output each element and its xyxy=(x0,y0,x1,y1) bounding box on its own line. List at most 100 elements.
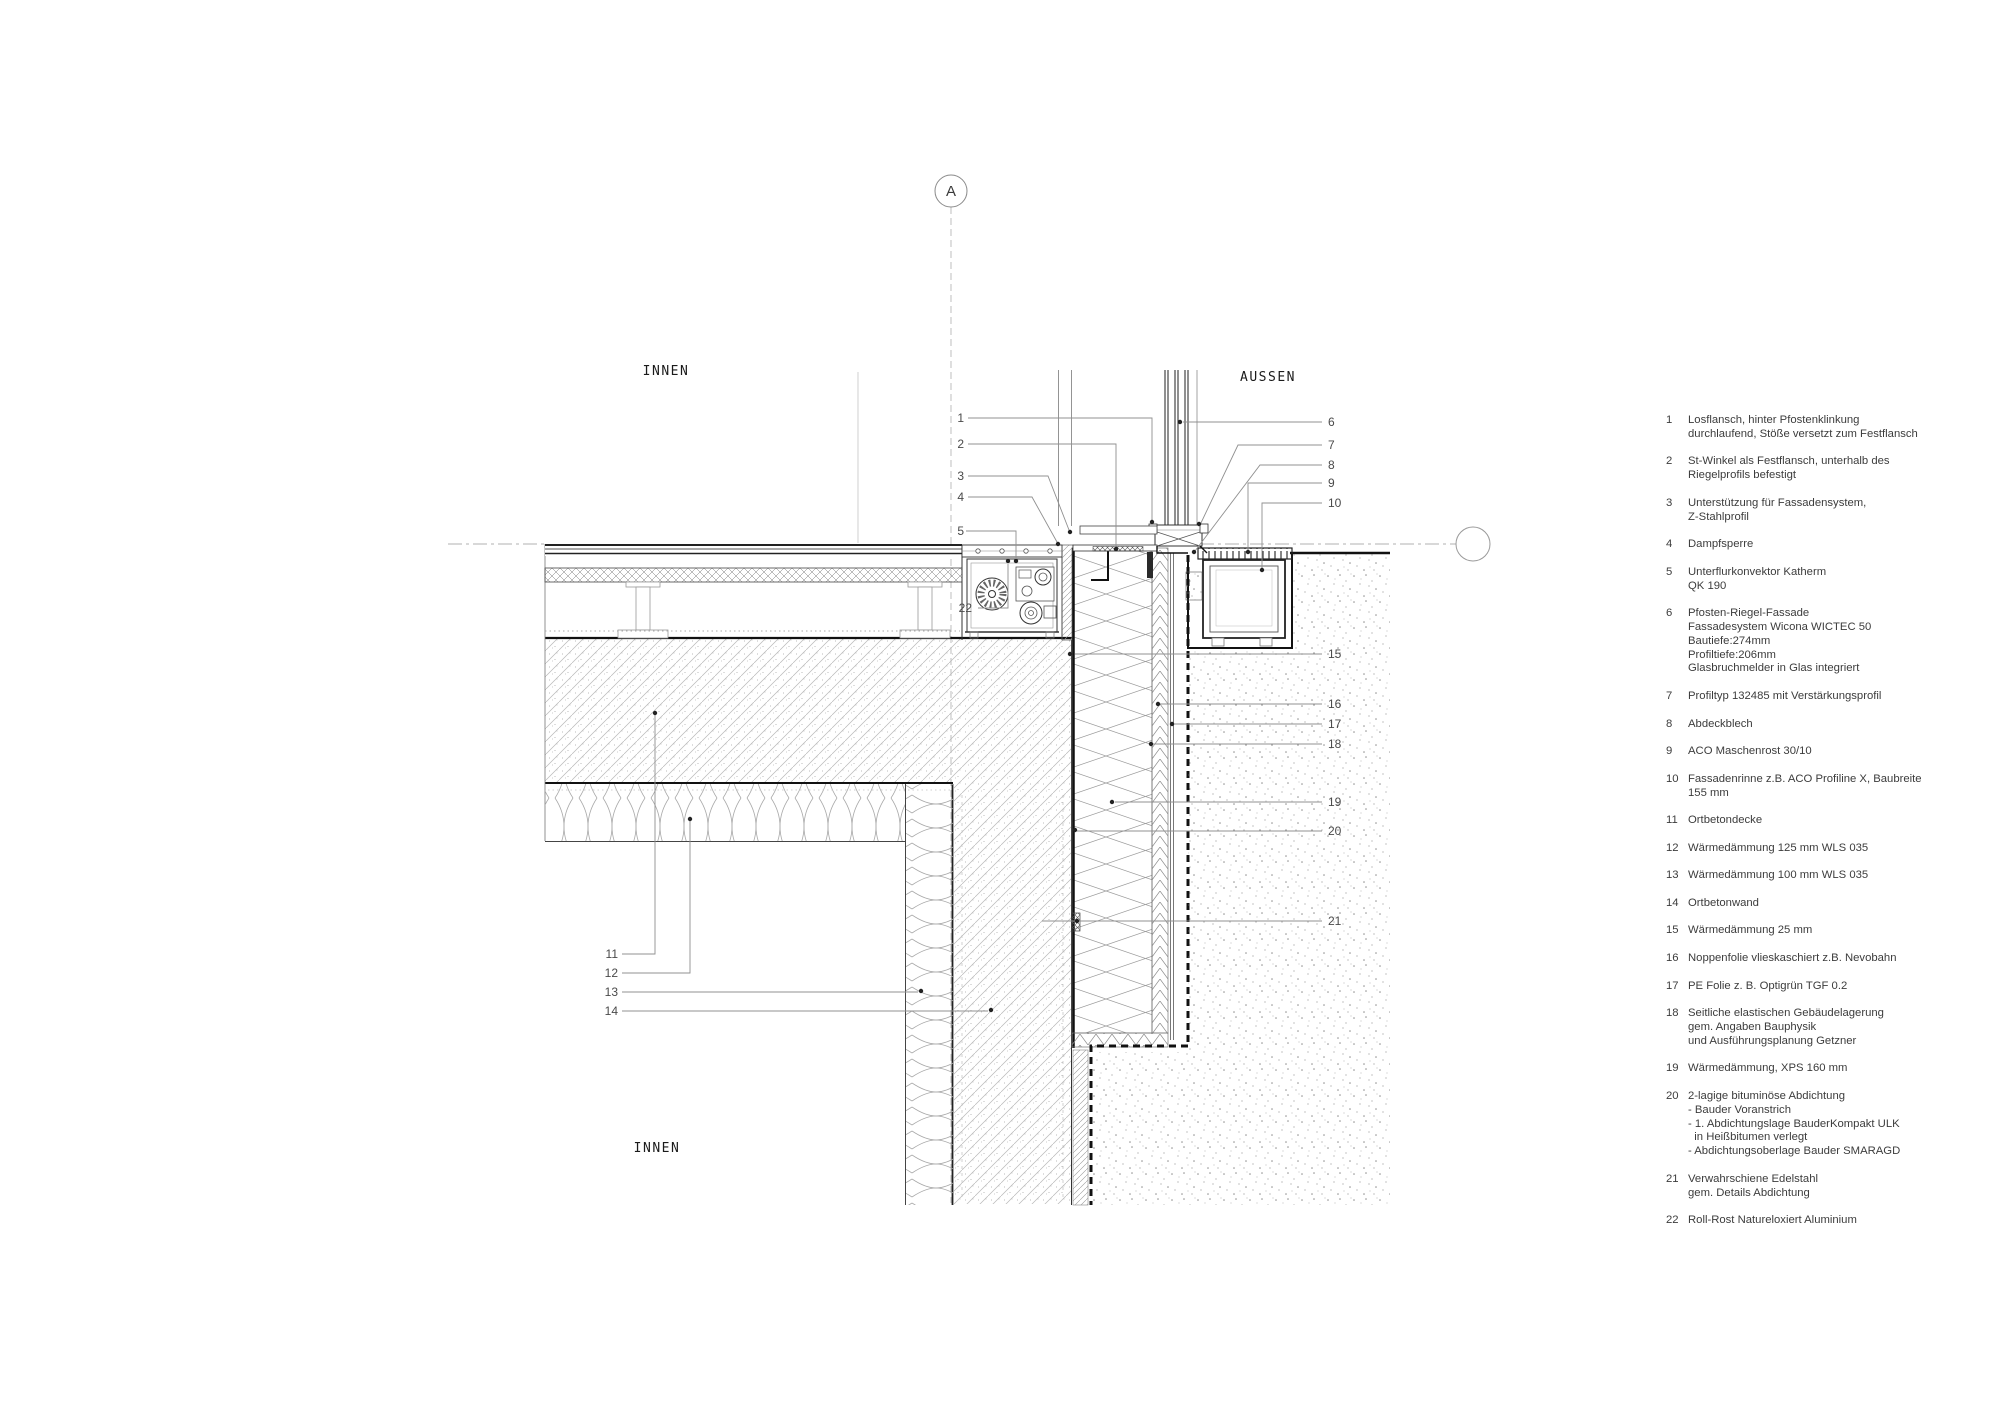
legend-item-7: 7 Profiltyp 132485 mit Verstärkungsprofil xyxy=(1666,690,2000,704)
legend-item-text: Roll-Rost Natureloxiert Aluminium xyxy=(1688,1214,1857,1227)
legend-item-number: 6 xyxy=(1666,607,1673,620)
legend-item-text: Wärmedämmung 100 mm WLS 035 xyxy=(1688,869,1869,882)
legend-item-11: 11 Ortbetondecke xyxy=(1666,814,2000,828)
legend-item-3: 3 Unterstützung für Fassadensystem, Z-Sta… xyxy=(1666,497,2000,525)
convector-valves xyxy=(1015,566,1057,625)
legend-item-text: Unterflurkonvektor Katherm QK 190 xyxy=(1688,565,1827,592)
ground-soil xyxy=(1093,551,1390,1205)
legend-item-number: 18 xyxy=(1666,1007,1679,1020)
legend-item-number: 14 xyxy=(1666,896,1679,909)
wall-insulation-layer xyxy=(905,784,953,1205)
legend-item-text: 2-lagige bituminöse Abdichtung - Bauder … xyxy=(1688,1090,1901,1158)
callout-6: 6 xyxy=(1328,415,1335,429)
callout-14: 14 xyxy=(605,1004,619,1018)
facade-drainage-channel xyxy=(1197,547,1293,647)
legend-item-text: Fassadenrinne z.B. ACO Profiline X, Baub… xyxy=(1688,772,1922,799)
legend-item-text: Ortbetondecke xyxy=(1688,814,1763,827)
external-insulation-membranes xyxy=(1071,547,1190,1206)
zone-label-innen-bottom: INNEN xyxy=(634,1141,681,1156)
leader-lines xyxy=(622,417,1322,1012)
legend-item-text: Profiltyp 132485 mit Verstärkungsprofil xyxy=(1688,689,1882,702)
legend-item-number: 13 xyxy=(1666,869,1679,882)
callout-7: 7 xyxy=(1328,438,1335,452)
floor-pedestal xyxy=(899,581,951,639)
callout-13: 13 xyxy=(605,985,619,999)
legend-item-number: 7 xyxy=(1666,689,1673,702)
zone-label-aussen: AUSSEN xyxy=(1240,370,1296,385)
legend-item-2: 2 St-Winkel als Festflansch, unterhalb de… xyxy=(1666,455,2000,483)
legend-item-text: Wärmedämmung, XPS 160 mm xyxy=(1688,1062,1848,1075)
legend-item-number: 9 xyxy=(1666,745,1673,758)
legend-item-text: Ortbetonwand xyxy=(1688,896,1759,909)
legend-item-13: 13 Wärmedämmung 100 mm WLS 035 xyxy=(1666,869,2000,883)
cover-flashing xyxy=(1156,546,1188,554)
legend-item-text: Dampfsperre xyxy=(1688,538,1754,551)
legend-item-text: PE Folie z. B. Optigrün TGF 0.2 xyxy=(1688,979,1848,992)
legend-item-20: 20 2-lagige bituminöse Abdichtung - Baude… xyxy=(1666,1090,2000,1159)
legend-item-text: Seitliche elastischen Gebäudelagerung ge… xyxy=(1688,1007,1884,1047)
legend-item-text: Wärmedämmung 25 mm xyxy=(1688,924,1813,937)
callout-11: 11 xyxy=(606,947,619,961)
legend-item-text: Noppenfolie vlieskaschiert z.B. Nevobahn xyxy=(1688,952,1897,965)
legend-item-text: St-Winkel als Festflansch, unterhalb des… xyxy=(1688,455,1890,482)
legend-item-number: 19 xyxy=(1666,1062,1679,1075)
fixing-angle-plate xyxy=(1079,525,1158,535)
datum-end-circle xyxy=(1455,526,1491,562)
leader-dots xyxy=(652,419,1265,1013)
legend-item-number: 12 xyxy=(1666,841,1679,854)
callout-12: 12 xyxy=(605,966,619,980)
callout-19: 19 xyxy=(1328,795,1342,809)
callout-1: 1 xyxy=(957,411,964,425)
ceiling-insulation-band xyxy=(545,784,905,841)
legend-item-number: 2 xyxy=(1666,455,1673,468)
legend-item-number: 4 xyxy=(1666,538,1673,551)
legend-item-number: 22 xyxy=(1666,1214,1679,1227)
raised-floor xyxy=(544,544,963,639)
legend-item-number: 8 xyxy=(1666,717,1673,730)
legend-item-8: 8 Abdeckblech xyxy=(1666,718,2000,732)
callout-9: 9 xyxy=(1328,476,1335,490)
callout-8: 8 xyxy=(1328,458,1335,472)
mesh-grate xyxy=(1197,547,1293,560)
callout-22: 22 xyxy=(959,601,973,615)
legend-item-text: Abdeckblech xyxy=(1688,717,1753,730)
legend-item-19: 19 Wärmedämmung, XPS 160 mm xyxy=(1666,1062,2000,1076)
legend-item-number: 21 xyxy=(1666,1172,1679,1185)
mineral-wool-insulation xyxy=(545,784,953,1205)
legend-item-6: 6 Pfosten-Riegel-Fassade Fassadesystem Wi… xyxy=(1666,607,2000,676)
datum-line xyxy=(448,526,1491,562)
legend-item-number: 17 xyxy=(1666,979,1679,992)
callout-18: 18 xyxy=(1328,737,1342,751)
edge-insulation-25mm xyxy=(1061,544,1074,641)
callout-numbers: 1 2 3 4 5 22 6 7 8 9 10 15 16 17 18 19 2… xyxy=(605,411,1342,1018)
elastic-bearing-strip xyxy=(1147,552,1153,578)
dimple-sheet xyxy=(1151,547,1169,1034)
channel-recess xyxy=(1187,553,1293,649)
callout-17: 17 xyxy=(1328,717,1342,731)
legend-item-text: Unterstützung für Fassadensystem, Z-Stah… xyxy=(1688,496,1867,523)
legend-item-text: Pfosten-Riegel-Fassade Fassadesystem Wic… xyxy=(1688,607,1872,675)
legend-item-text: Losflansch, hinter Pfostenklinkung durch… xyxy=(1688,414,1918,440)
callout-3: 3 xyxy=(957,469,964,483)
callout-15: 15 xyxy=(1328,647,1342,661)
legend-item-17: 17 PE Folie z. B. Optigrün TGF 0.2 xyxy=(1666,980,2000,994)
callout-21: 21 xyxy=(1328,914,1342,928)
zone-label-innen-top: INNEN xyxy=(643,364,690,379)
legend-item-number: 10 xyxy=(1666,772,1679,785)
legend-item-number: 20 xyxy=(1666,1090,1679,1103)
callout-4: 4 xyxy=(957,490,964,504)
legend-item-number: 3 xyxy=(1666,496,1673,509)
underfloor-convector xyxy=(961,544,1063,640)
legend-item-text: Wärmedämmung 125 mm WLS 035 xyxy=(1688,841,1869,854)
legend-item-22: 22 Roll-Rost Natureloxiert Aluminium xyxy=(1666,1214,2000,1228)
legend-item-number: 11 xyxy=(1666,814,1678,827)
callout-16: 16 xyxy=(1328,697,1342,711)
legend-item-18: 18 Seitliche elastischen Gebäudelagerung … xyxy=(1666,1007,2000,1048)
